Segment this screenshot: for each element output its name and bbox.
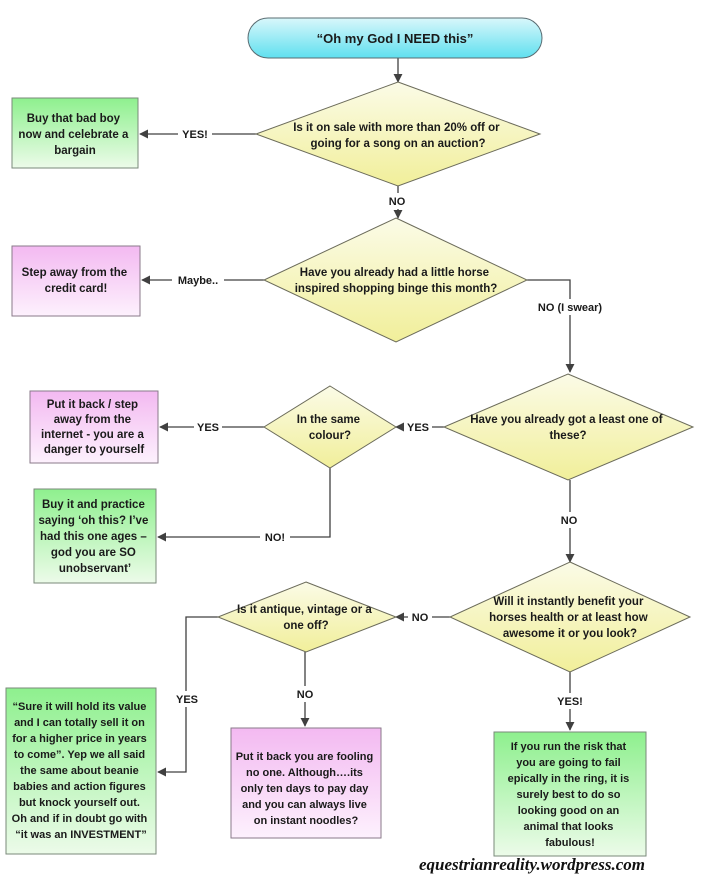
edge-label-q6-no: NO	[297, 689, 314, 701]
svg-text:If you run the risk that: If you run the risk that you are going t…	[508, 741, 633, 849]
q5-line-3: awesome it or you look?	[503, 628, 637, 640]
edge-label-q4-yes: YES	[197, 422, 219, 434]
svg-text:Is it antique, vintage or a: Is it antique, vintage or a one off?	[237, 604, 375, 632]
investment-line-6: babies and action figures	[13, 781, 146, 793]
q1-line-1: Is it on sale with more than 20% off or	[293, 122, 500, 134]
put-back-line-3: internet - you are a	[41, 429, 144, 441]
q1-line-2: going for a song on an auction?	[310, 138, 485, 150]
step-away-line-2: credit card!	[45, 283, 108, 295]
investment-line-9: “it was an INVESTMENT”	[15, 829, 146, 841]
decision-q3: Have you already got a least one of thes…	[442, 373, 695, 481]
svg-text:Is it on sale with more than 2: Is it on sale with more than 20% off or …	[293, 122, 503, 150]
q4-line-1: In the same	[297, 414, 360, 426]
oh-this-line-1: Buy it and practice	[42, 499, 145, 511]
fabulous-line-6: animal that looks	[524, 821, 614, 833]
edge-label-q6-yes: YES	[176, 694, 198, 706]
svg-text:Will it instantly benefit your: Will it instantly benefit your horses he…	[489, 596, 651, 640]
oh-this-line-5: unobservant’	[59, 563, 131, 575]
decision-q1: Is it on sale with more than 20% off or …	[254, 81, 542, 187]
edge-label-q4-no: NO!	[265, 532, 285, 544]
outcome-fabulous: If you run the risk that you are going t…	[493, 731, 647, 857]
fabulous-line-2: you are going to fail	[516, 757, 621, 769]
svg-text:Step away from the credi: Step away from the credit card!	[22, 267, 131, 295]
q2-line-1: Have you already had a little horse	[300, 267, 489, 279]
fooling-line-4: and you can always live	[242, 799, 367, 811]
decision-q2: Have you already had a little horse insp…	[262, 217, 529, 343]
fooling-line-5: on instant noodles?	[254, 815, 359, 827]
q5-line-2: horses health or at least how	[489, 612, 648, 624]
start-label: “Oh my God I NEED this”	[317, 31, 474, 46]
svg-text:Buy that bad boy now and: Buy that bad boy now and celebrate a bar…	[18, 113, 131, 157]
investment-line-4: to come”. Yep we all said	[14, 749, 145, 761]
edge-label-q1-no: NO	[389, 196, 406, 208]
outcome-put-back-internet: Put it back / step away from the interne…	[29, 390, 159, 464]
fabulous-line-4: surely best to do so	[517, 789, 621, 801]
oh-this-line-2: saying ‘oh this? I’ve	[38, 515, 148, 527]
edge-label-q2-no: NO (I swear)	[538, 302, 603, 314]
edge-label-q5-no: NO	[412, 612, 429, 624]
put-back-line-4: danger to yourself	[44, 444, 144, 456]
outcome-fooling: Put it back you are fooling no one. Alth…	[230, 727, 382, 839]
fooling-line-2: no one. Although….its	[246, 767, 363, 779]
edge-q4-no	[157, 468, 331, 542]
decision-q5: Will it instantly benefit your horses he…	[448, 561, 692, 673]
outcome-buy-bargain: Buy that bad boy now and celebrate a bar…	[11, 97, 139, 169]
svg-text:In the same colour?: In the same colour?	[297, 414, 363, 442]
fabulous-line-5: looking good on an	[518, 805, 620, 817]
svg-text:Buy it and practice sayi: Buy it and practice saying ‘oh this? I’v…	[38, 499, 151, 575]
edge-q2-no	[527, 279, 575, 373]
outcome-investment: “Sure it will hold its value and I can t…	[5, 687, 157, 855]
q6-line-2: one off?	[283, 620, 328, 632]
fabulous-line-1: If you run the risk that	[511, 741, 627, 753]
q2-line-2: inspired shopping binge this month?	[295, 283, 498, 295]
start-node: “Oh my God I NEED this”	[247, 17, 543, 59]
put-back-line-2: away from the	[54, 414, 131, 426]
step-away-line-1: Step away from the	[22, 267, 127, 279]
decision-q6: Is it antique, vintage or a one off?	[216, 581, 398, 653]
edge-label-q3-yes: YES	[407, 422, 429, 434]
q4-line-2: colour?	[309, 430, 351, 442]
q3-line-1: Have you already got a least one of	[470, 414, 663, 426]
oh-this-line-4: god you are SO	[51, 547, 136, 559]
investment-line-3: for a higher price in years	[12, 733, 147, 745]
q6-line-1: Is it antique, vintage or a	[237, 604, 372, 616]
buy-bargain-line-3: bargain	[54, 145, 96, 157]
edge-label-q1-yes: YES!	[182, 129, 208, 141]
q5-line-1: Will it instantly benefit your	[493, 596, 644, 608]
investment-line-8: Oh and if in doubt go with	[12, 813, 148, 825]
q3-line-2: these?	[549, 430, 586, 442]
edge-labels: YES! NO Maybe.. NO (I swear) YES YES NO!…	[172, 126, 607, 709]
outcome-step-away-card: Step away from the credit card!	[11, 245, 141, 317]
put-back-line-1: Put it back / step	[47, 399, 138, 411]
footer-url: equestrianreality.wordpress.com	[418, 855, 645, 874]
svg-text:Put it back you are fooling: Put it back you are fooling no one. Alth…	[236, 751, 377, 827]
edge-label-q5-yes: YES!	[557, 696, 583, 708]
svg-text:Have you already got a least o: Have you already got a least one of thes…	[470, 414, 666, 442]
fooling-line-3: only ten days to pay day	[241, 783, 370, 795]
edge-label-q3-no: NO	[561, 515, 578, 527]
outcome-oh-this: Buy it and practice saying ‘oh this? I’v…	[33, 488, 157, 584]
svg-text:Have you already had a little: Have you already had a little horse insp…	[295, 267, 498, 295]
investment-line-5: the same about beanie	[20, 765, 139, 777]
investment-line-2: and I can totally sell it on	[14, 717, 145, 729]
decision-q4: In the same colour?	[263, 385, 397, 469]
svg-text:Put it back / step away: Put it back / step away from the interne…	[41, 399, 147, 456]
buy-bargain-line-2: now and celebrate a	[18, 129, 129, 141]
fabulous-line-7: fabulous!	[545, 837, 595, 849]
svg-text:“Sure it will hold its value: “Sure it will hold its value and I can t…	[12, 701, 151, 841]
investment-line-7: but knock yourself out.	[19, 797, 140, 809]
fabulous-line-3: epically in the ring, it is	[508, 773, 630, 785]
edge-label-q2-maybe: Maybe..	[178, 275, 218, 287]
oh-this-line-3: had this one ages –	[40, 531, 147, 543]
investment-line-1: “Sure it will hold its value	[13, 701, 147, 713]
fooling-line-1: Put it back you are fooling	[236, 751, 374, 763]
buy-bargain-line-1: Buy that bad boy	[27, 113, 121, 125]
